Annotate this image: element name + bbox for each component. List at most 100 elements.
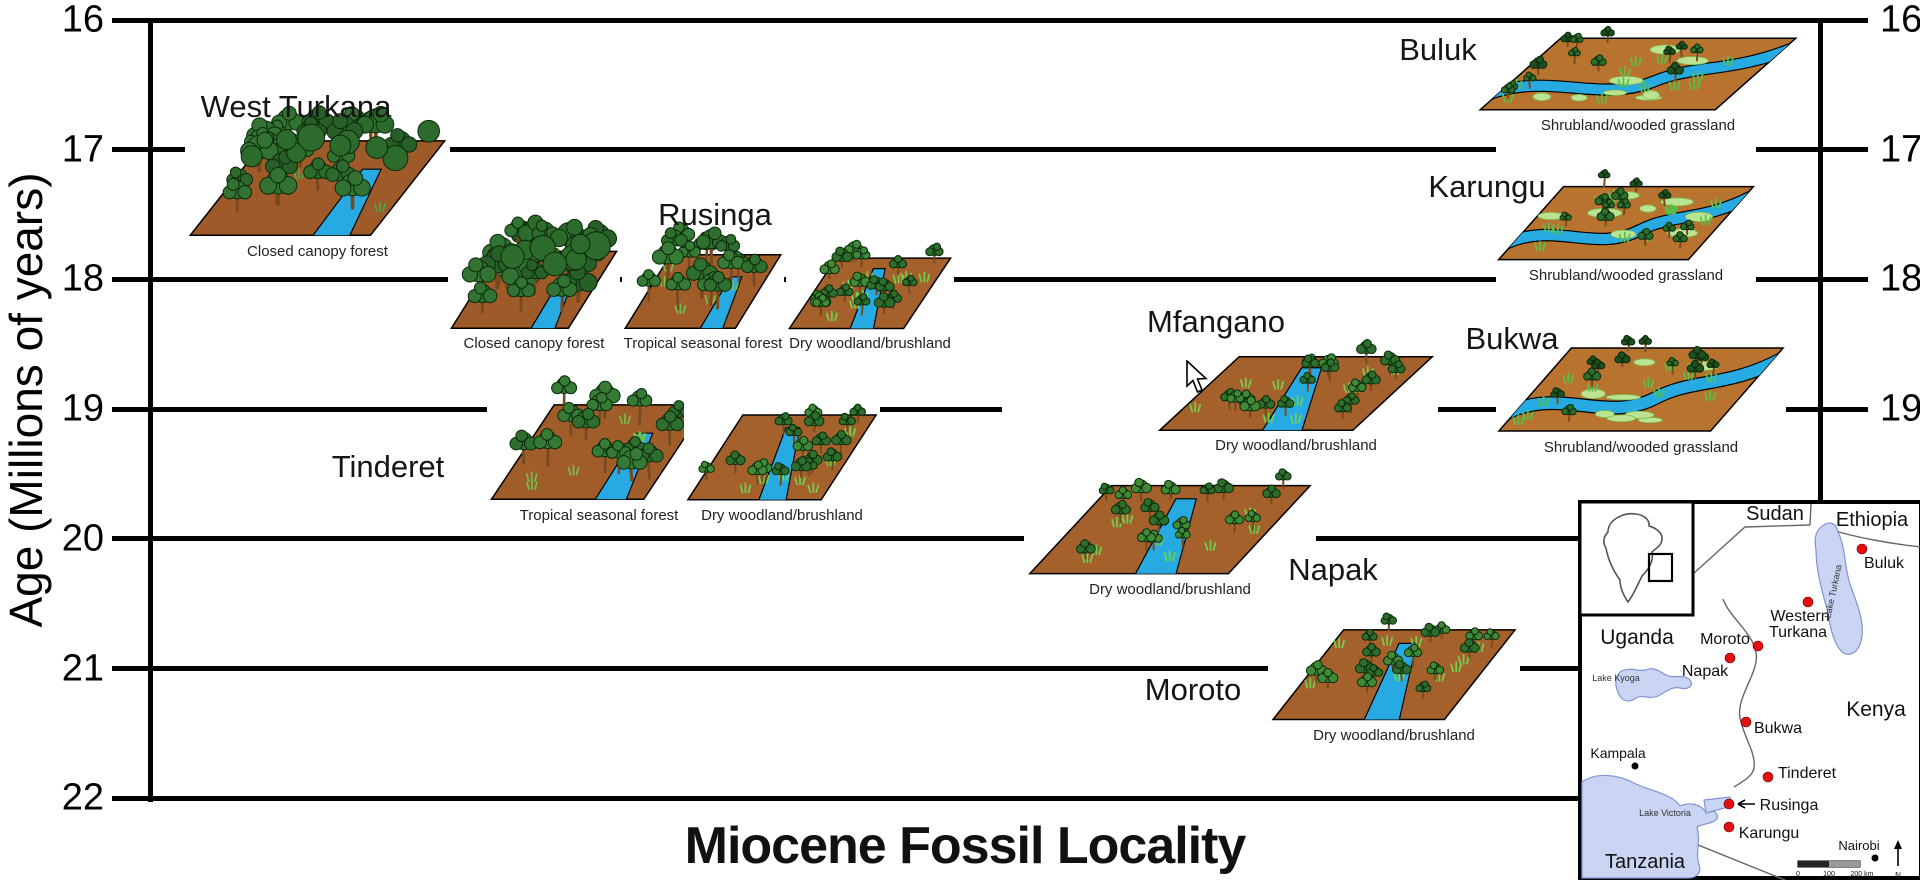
map-svg: Sudan Ethiopia Uganda Kenya Tanzania Lak… [1578, 500, 1920, 881]
habitat-caption: Tropical seasonal forest [623, 335, 783, 352]
border-uganda-kenya [1722, 598, 1758, 788]
locality-label-tinderet: Tinderet [331, 449, 445, 484]
locality-label-moroto: Moroto [1144, 672, 1242, 707]
y-tick-left-22: 22 [61, 776, 104, 819]
map-label-rusinga: Rusinga [1760, 797, 1819, 814]
vegetation-card-rusinga-2: Dry woodland/brushland [786, 239, 954, 352]
left-axis-spine [148, 18, 153, 803]
north-label: N [1895, 871, 1901, 880]
cursor-arrow [1186, 359, 1208, 394]
vegetation-card-west-turkana-0: Closed canopy forest [185, 105, 450, 260]
x-axis-title: Miocene Fossil Locality [684, 817, 1247, 875]
y-tick-left-17: 17 [61, 128, 104, 171]
vegetation-illustration-dry-woodland [1157, 339, 1435, 432]
site-dot-buluk [1856, 543, 1868, 555]
label-nairobi: Nairobi [1838, 838, 1879, 853]
site-dot-bukwa [1740, 716, 1752, 728]
scale-end: 200 km [1851, 871, 1874, 878]
habitat-caption: Dry woodland/brushland [701, 507, 863, 524]
map-label-buluk: Buluk [1864, 555, 1905, 572]
locality-label-bukwa: Bukwa [1465, 321, 1559, 356]
vegetation-card-buluk-0: Shrubland/wooded grassland [1477, 25, 1799, 134]
habitat-caption: Dry woodland/brushland [1313, 727, 1475, 744]
vegetation-illustration-tropical-seasonal [623, 221, 783, 330]
site-dot-moroto [1752, 640, 1764, 652]
vegetation-card-moroto-0: Dry woodland/brushland [1268, 612, 1520, 744]
vegetation-illustration-dry-woodland [1028, 468, 1312, 575]
y-tick-left-16: 16 [61, 0, 104, 41]
cities: Kampala Nairobi [1590, 745, 1880, 862]
africa-locator-inset [1578, 500, 1695, 617]
gridline-19ma [112, 406, 1868, 412]
vegetation-card-tinderet-0: Tropical seasonal forest [487, 375, 711, 524]
locality-label-napak: Napak [1288, 552, 1378, 587]
gridline-18ma [112, 276, 1868, 282]
nairobi-dot [1871, 854, 1879, 862]
locality-label-west-turkana: West Turkana [200, 89, 392, 124]
gridline-22ma [112, 795, 1868, 801]
label-uganda: Uganda [1600, 626, 1674, 649]
map-label-bukwa: Bukwa [1754, 720, 1802, 737]
map-label-karungu: Karungu [1739, 825, 1800, 842]
vegetation-card-tinderet-1: Dry woodland/brushland [684, 398, 880, 524]
label-lake-victoria: Lake Victoria [1639, 808, 1691, 818]
y-tick-right-19: 19 [1880, 387, 1920, 430]
vegetation-illustration-shrubland [1497, 334, 1785, 432]
vegetation-card-mfangano-0: Dry woodland/brushland [1002, 339, 1438, 454]
lake-turkana-shape [1814, 522, 1863, 655]
site-dot-tinderet [1762, 771, 1774, 783]
lake-kyoga-shape [1615, 668, 1692, 702]
vegetation-illustration-tropical-seasonal [490, 375, 708, 501]
east-africa-map-inset: Sudan Ethiopia Uganda Kenya Tanzania Lak… [1578, 500, 1920, 881]
site-dot-western-turkana [1802, 596, 1814, 608]
vegetation-illustration-dry-woodland [686, 403, 878, 501]
y-tick-left-18: 18 [61, 257, 104, 300]
label-lake-kyoga: Lake Kyoga [1592, 673, 1640, 683]
vegetation-card-karungu-0: Shrubland/wooded grassland [1496, 146, 1756, 284]
habitat-caption: Closed canopy forest [463, 335, 605, 352]
map-label-napak: Napak [1682, 663, 1729, 680]
vegetation-illustration-dry-woodland [787, 239, 953, 330]
country-labels: Sudan Ethiopia Uganda Kenya Tanzania [1600, 503, 1909, 873]
vegetation-card-rusinga-0: Closed canopy forest [448, 214, 620, 352]
habitat-caption: Shrubland/wooded grassland [1540, 117, 1736, 134]
vegetation-card-bukwa-0: Shrubland/wooded grassland [1496, 334, 1786, 456]
gridline-16ma [112, 17, 1868, 23]
vegetation-card-rusinga-1: Tropical seasonal forest [622, 221, 784, 352]
y-axis-title: Age (Millions of years) [0, 172, 52, 628]
africa-inset-border [1578, 500, 1695, 617]
scale-bar-right [1829, 861, 1860, 867]
locality-label-mfangano: Mfangano [1147, 304, 1285, 339]
habitat-caption: Dry woodland/brushland [789, 335, 951, 352]
lakes [1581, 522, 1863, 879]
site-dot-karungu [1723, 821, 1735, 833]
scale-bar-left [1798, 861, 1829, 867]
scale-mid: 100 [1823, 871, 1835, 878]
locality-label-rusinga: Rusinga [658, 197, 772, 232]
vegetation-card-napak-0: Dry woodland/brushland [1024, 468, 1316, 598]
y-tick-right-18: 18 [1880, 257, 1920, 300]
gridline-21ma [112, 666, 1868, 671]
right-axis-spine [1818, 18, 1823, 502]
mouse-cursor-icon [1185, 359, 1211, 401]
border-sudan-ethiopia [1809, 503, 1812, 526]
site-dot-rusinga [1723, 798, 1735, 810]
habitat-caption: Shrubland/wooded grassland [1528, 267, 1724, 284]
map-label-moroto: Moroto [1700, 631, 1750, 648]
vegetation-illustration-closed-canopy [188, 105, 447, 237]
lake-victoria-shape [1581, 774, 1718, 879]
y-tick-left-20: 20 [61, 517, 104, 560]
vegetation-illustration-dry-woodland [1271, 612, 1517, 721]
map-label-tinderet: Tinderet [1778, 765, 1837, 782]
habitat-caption: Closed canopy forest [247, 243, 388, 260]
rusinga-arrow [1737, 799, 1755, 809]
label-ethiopia: Ethiopia [1836, 509, 1909, 531]
habitat-caption: Dry woodland/brushland [1089, 581, 1251, 598]
habitat-caption: Shrubland/wooded grassland [1543, 439, 1739, 456]
study-area-rectangle [1647, 552, 1674, 583]
scale-zero: 0 [1796, 871, 1800, 878]
fossil-sites: Buluk Western Turkana Moroto Napak Bukwa… [1682, 543, 1905, 842]
gridline-17ma [112, 147, 1868, 153]
border-ethiopia-south [1831, 529, 1920, 548]
